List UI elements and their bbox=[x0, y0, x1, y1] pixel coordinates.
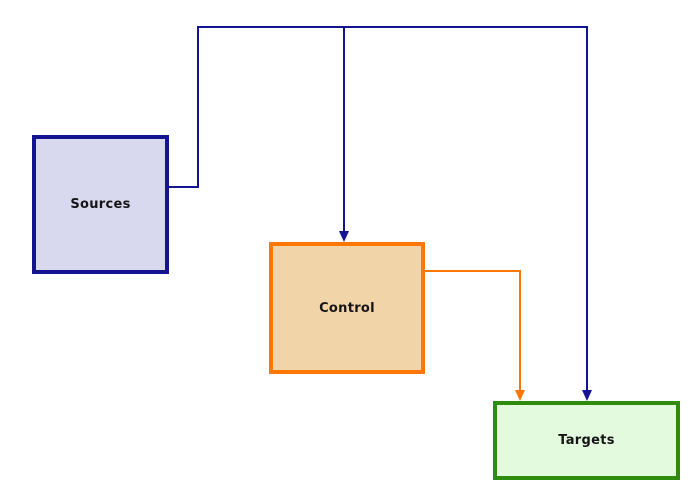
node-targets: Targets bbox=[493, 401, 680, 480]
edge-sources-stub-segment bbox=[169, 186, 199, 188]
arrow-down-into-targets-orange-icon bbox=[515, 390, 525, 401]
node-control: Control bbox=[269, 242, 425, 374]
node-sources: Sources bbox=[32, 135, 169, 274]
edge-control-out-segment bbox=[425, 270, 521, 272]
arrow-down-into-targets-blue-icon bbox=[582, 390, 592, 401]
edge-control-drop-segment bbox=[519, 270, 521, 391]
node-targets-label: Targets bbox=[558, 433, 615, 448]
arrow-down-into-control-icon bbox=[339, 231, 349, 242]
edge-drop-to-targets-segment bbox=[586, 26, 588, 391]
edge-top-rail-segment bbox=[197, 26, 588, 28]
node-sources-label: Sources bbox=[70, 197, 131, 212]
edge-sources-up-segment bbox=[197, 26, 199, 188]
edge-drop-to-control-segment bbox=[343, 26, 345, 232]
node-control-label: Control bbox=[319, 300, 375, 316]
